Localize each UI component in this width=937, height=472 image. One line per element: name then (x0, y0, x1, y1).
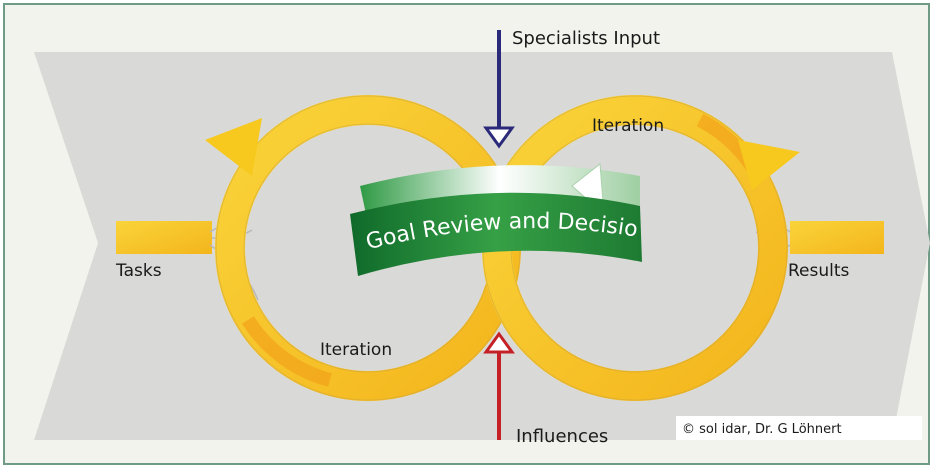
tasks-label: Tasks (115, 261, 162, 281)
left-loop-accent (242, 316, 332, 387)
iteration-top-label: Iteration (592, 116, 664, 136)
copyright-text: © sol idar, Dr. G Löhnert (682, 422, 842, 437)
specialists-arrow-head (483, 126, 515, 149)
left-loop-arrowhead (205, 118, 262, 176)
iteration-bottom-label: Iteration (320, 340, 392, 360)
tasks-input-bar (116, 221, 212, 254)
influences-label: Influences (516, 426, 608, 447)
specialists-input-label: Specialists Input (512, 28, 660, 49)
copyright-box (676, 416, 922, 440)
right-loop-arrowhead (738, 140, 800, 190)
results-output-bar (790, 221, 884, 254)
results-label: Results (788, 261, 850, 281)
goal-review-ribbon (350, 192, 642, 276)
influences-arrow-head (483, 331, 515, 354)
